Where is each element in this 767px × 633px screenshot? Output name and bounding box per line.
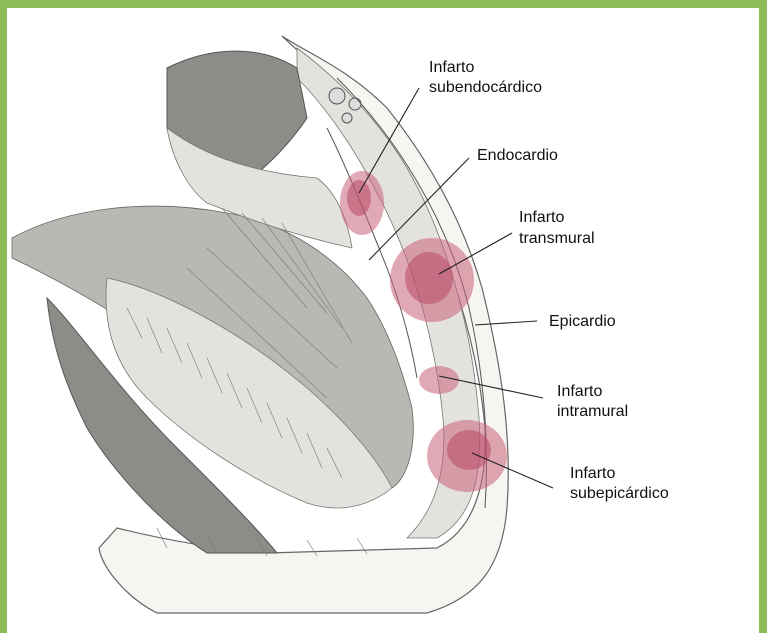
label-subepicardial: Infarto subepicárdico [570,465,669,502]
label-transmural: Infarto transmural [519,209,595,247]
label-subepicardial-line1: Infarto [570,465,615,482]
illustration-canvas: Infarto subendocárdico Endocardio Infart… [7,8,759,633]
label-transmural-line2: transmural [519,230,595,247]
label-intramural: Infarto intramural [557,383,628,420]
label-epicardium: Epicardio [549,313,616,330]
label-transmural-line1: Infarto [519,209,564,226]
label-subendocardial-line2: subendocárdico [429,79,542,96]
infarct-subepicardial-zone [427,420,507,492]
label-subendocardial: Infarto subendocárdico [429,59,542,96]
label-subepicardial-line2: subepicárdico [570,485,669,502]
label-endocardium: Endocardio [477,147,558,164]
heart-cross-section-diagram: Infarto subendocárdico Endocardio Infart… [7,8,759,633]
label-subendocardial-line1: Infarto [429,59,474,76]
label-intramural-line2: intramural [557,403,628,420]
label-intramural-line1: Infarto [557,383,602,400]
infarct-transmural-zone [390,238,474,322]
infarct-intramural-zone [419,366,459,394]
infarct-subendocardial-zone [340,171,384,235]
